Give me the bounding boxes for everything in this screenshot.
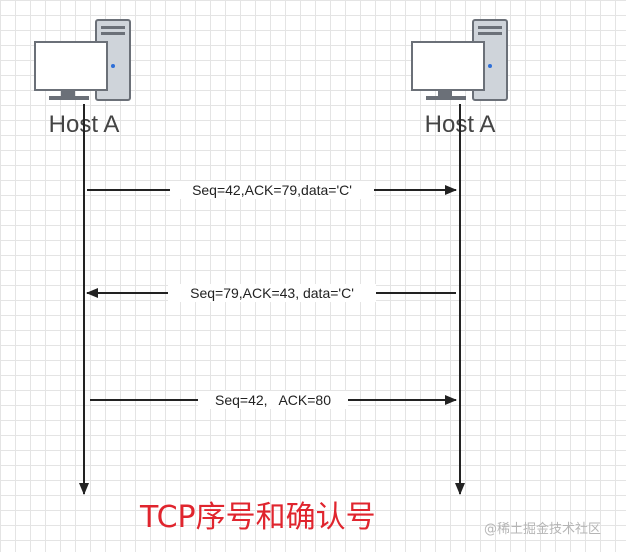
left-host-computer-icon: [34, 19, 131, 101]
message-label-2: Seq=79,ACK=43, data='C': [190, 285, 354, 301]
message-label-bg-1: [170, 181, 374, 199]
message-label-bg-2: [168, 284, 376, 302]
right-host-computer-icon: [411, 19, 508, 101]
message-label-3: Seq=42, ACK=80: [215, 392, 331, 408]
diagram-caption: TCP序号和确认号: [139, 500, 376, 535]
message-label-bg-3: [198, 391, 348, 409]
watermark: @稀土掘金技术社区: [484, 521, 601, 537]
message-label-1: Seq=42,ACK=79,data='C': [192, 182, 352, 198]
